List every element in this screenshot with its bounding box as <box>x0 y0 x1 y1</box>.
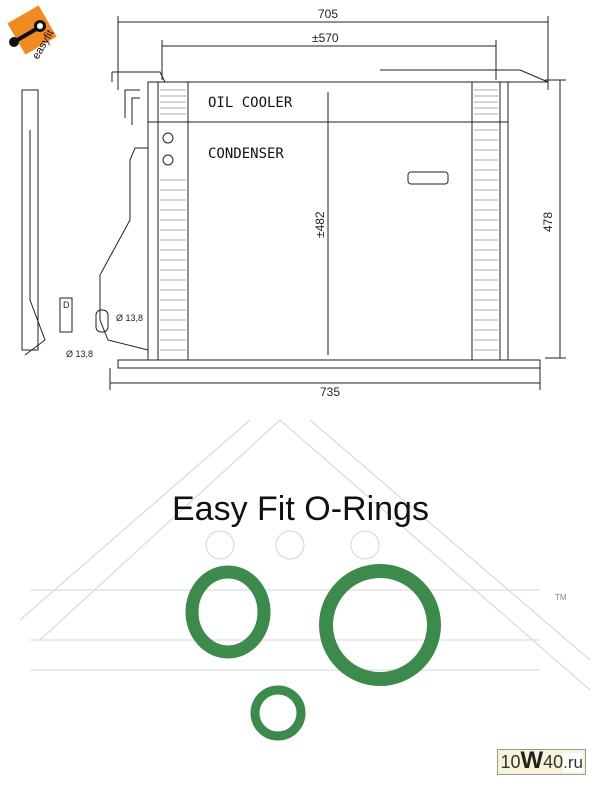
dim-570: ±570 <box>312 31 339 45</box>
condenser-label: CONDENSER <box>208 146 284 162</box>
o-ring-medium <box>185 565 271 659</box>
site-watermark: 10W40.ru <box>497 749 586 775</box>
easyfit-logo: easyfit <box>7 5 57 62</box>
oil-cooler-label: OIL COOLER <box>208 95 293 111</box>
dim-735: 735 <box>320 385 340 399</box>
dim-478: 478 <box>541 212 555 232</box>
dim-482: ±482 <box>313 211 327 238</box>
trademark: TM <box>555 593 567 602</box>
connector-d-label: D <box>63 300 70 310</box>
o-ring-small <box>250 685 306 741</box>
o-rings <box>185 564 441 741</box>
fins <box>160 89 498 351</box>
pipe-diameter-lower: Ø 13,8 <box>66 349 93 359</box>
dim-705: 705 <box>318 7 338 21</box>
o-ring-large <box>319 564 441 686</box>
product-title: Easy Fit O-Rings <box>172 490 429 528</box>
pipe-diameter-upper: Ø 13,8 <box>116 313 143 323</box>
nrf-watermark <box>19 419 591 691</box>
